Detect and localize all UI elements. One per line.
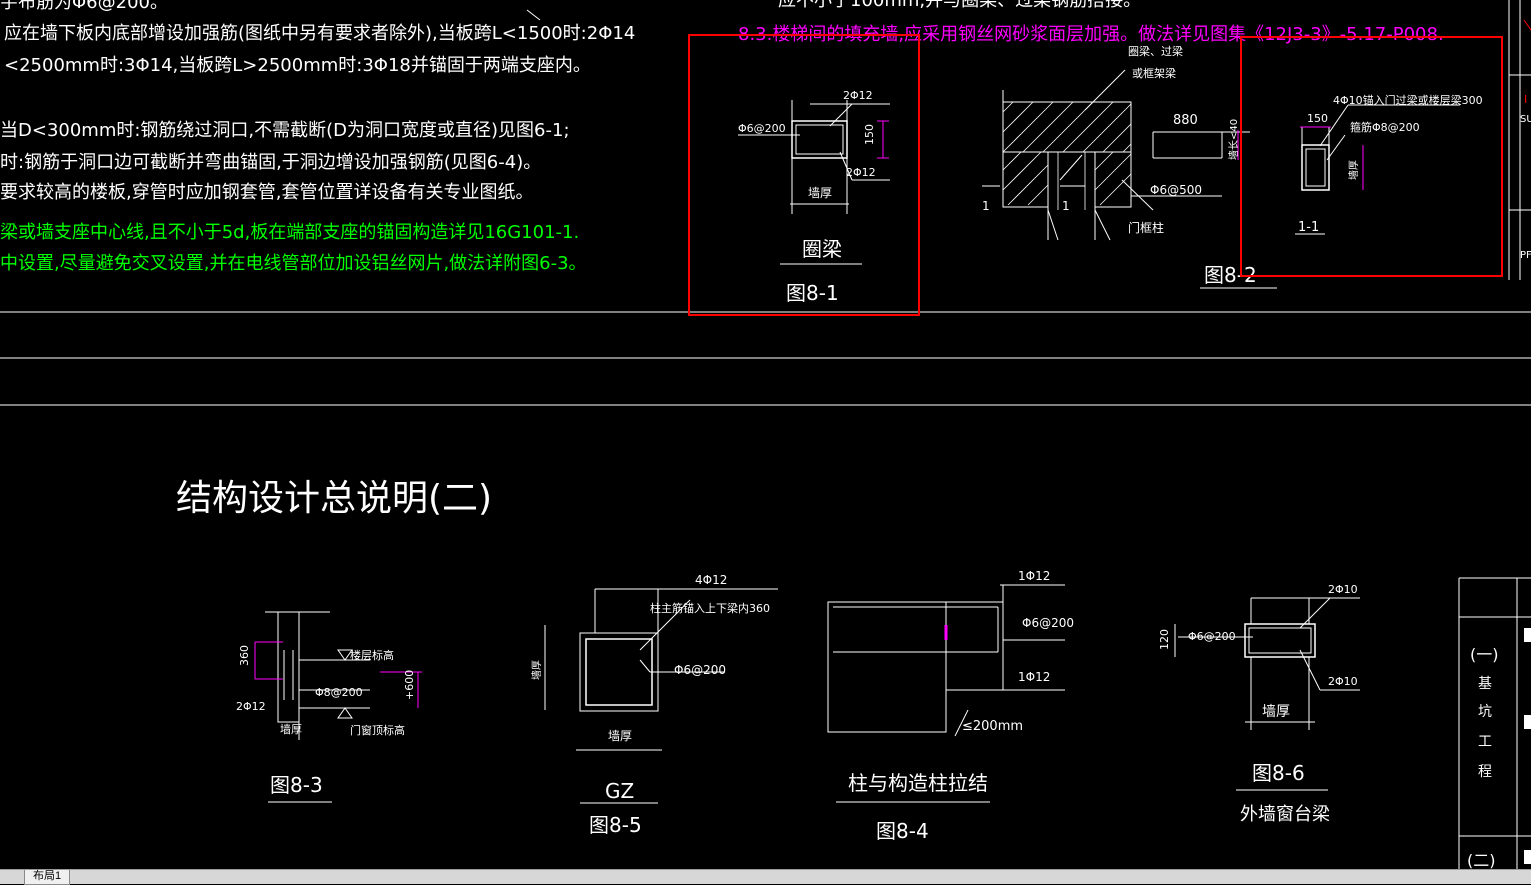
figure-8-4[interactable]: 1Φ12 Φ6@200 1Φ12 ≤200mm 柱与构造柱拉结 图8-4: [827, 569, 1074, 843]
dim-label: Φ8@200: [315, 686, 363, 699]
dim-label: 或框架梁: [1132, 66, 1176, 80]
note-line: <2500mm时:3Φ14,当板跨L>2500mm时:3Φ18并锚固于两端支座内…: [4, 55, 591, 76]
dim-label: 墙长<40: [1227, 119, 1240, 160]
beam-section: [791, 120, 848, 159]
dim-label: Φ6@200: [738, 122, 786, 135]
figure-8-2-section[interactable]: 4Φ10锚入门过梁或楼层梁300 150 箍筋Φ8@200 墙厚 1-1: [1240, 36, 1503, 277]
note-line-green: 梁或墙支座中心线,且不小于5d,板在端部支座的锚固构造详见16G101-1.: [0, 222, 579, 243]
dim-label: 墙厚: [280, 722, 302, 736]
dim-label: 墙厚: [608, 729, 632, 743]
figure-8-1[interactable]: 2Φ12 Φ6@200 150 2Φ12 墙厚 圈梁 图8-1: [688, 34, 920, 316]
notes-block: 宇布筋为Φ6@200。 应在墙下板内底部增设加强筋(图纸中另有要求者除外),当板…: [0, 0, 1444, 274]
svg-text:SU: SU: [1520, 114, 1531, 125]
dim-label: ≤200mm: [962, 719, 1023, 734]
beam-section: [1244, 623, 1316, 658]
page-title: 结构设计总说明(二): [176, 478, 492, 519]
svg-text:程: 程: [1478, 764, 1492, 780]
dim-label: 墙厚: [530, 660, 543, 680]
column-section: [1301, 144, 1330, 191]
svg-text:工: 工: [1478, 734, 1492, 750]
figure-number: 图8-3: [270, 773, 323, 797]
figure-name: 柱与构造柱拉结: [848, 771, 988, 795]
note-line: 时:钢筋于洞口边可截断并弯曲锚固,于洞边增设加强钢筋(见图6-4)。: [0, 152, 541, 173]
svg-text:(二): (二): [1467, 851, 1496, 870]
dim-label: 2Φ12: [843, 89, 873, 102]
dim-label: 2Φ12: [846, 166, 876, 179]
figure-number: 图8-6: [1252, 761, 1305, 785]
highlight-box: [1240, 36, 1503, 277]
dim-label: 4Φ10锚入门过梁或楼层梁300: [1333, 93, 1483, 107]
dim-label: 360: [238, 645, 251, 666]
dim-label: 柱主筋锚入上下梁内360: [650, 601, 770, 615]
note-line-green: 中设置,尽量避免交叉设置,并在电线管部位加设铝丝网片,做法详附图6-3。: [0, 253, 587, 274]
dim-label: +600: [403, 670, 416, 700]
dim-label: 880: [1173, 113, 1198, 128]
note-line-partial: 应不小于100mm,并与圈梁、过梁钢筋搭接。: [778, 0, 1141, 11]
dim-label: 2Φ12: [236, 700, 266, 713]
svg-text:坑: 坑: [1478, 704, 1492, 720]
dim-label: 2Φ10: [1328, 675, 1358, 688]
note-line: 应在墙下板内底部增设加强筋(图纸中另有要求者除外),当板跨L<1500时:2Φ1…: [4, 23, 635, 44]
layout-tab-bar: 布局1: [0, 869, 1531, 885]
column-elevation: [827, 601, 947, 733]
section-mark: 1: [982, 199, 990, 213]
figure-number: 图8-4: [876, 819, 929, 843]
figure-name: GZ: [605, 779, 634, 803]
dim-label: 楼层标高: [350, 648, 394, 662]
dim-label: 圈梁、过梁: [1128, 44, 1183, 58]
svg-text:PF: PF: [1520, 250, 1531, 261]
section-label: 1-1: [1298, 220, 1319, 235]
dim-label: 箍筋Φ8@200: [1350, 120, 1420, 134]
dim-label: 1Φ12: [1018, 569, 1050, 583]
dim-label: 1Φ12: [1018, 670, 1050, 684]
note-line: 宇布筋为Φ6@200。: [0, 0, 168, 13]
dim-label: Φ6@200: [1188, 630, 1236, 643]
section-mark: 1: [1062, 199, 1070, 213]
dim-label: 墙厚: [1347, 160, 1360, 180]
figure-number: 图8-5: [589, 813, 642, 837]
dim-label: 墙厚: [808, 186, 832, 200]
note-line: 要求较高的楼板,穿管时应加钢套管,套管位置详设备有关专业图纸。: [0, 182, 533, 203]
figure-8-6[interactable]: 2Φ10 120 Φ6@200 2Φ10 墙厚 图8-6 外墙窗台梁: [1158, 583, 1360, 825]
dim-label: Φ6@500: [1150, 183, 1202, 197]
dim-label: Φ6@200: [1022, 616, 1074, 630]
figure-name: 圈梁: [802, 237, 842, 261]
note-line-magenta: 8.3.楼梯间的填充墙,应采用钢丝网砂浆面层加强。做法详见图集《12J3-3》-…: [738, 24, 1444, 45]
svg-text:基: 基: [1478, 675, 1492, 692]
dim-label: 120: [1158, 629, 1171, 650]
title-block-edge: I SU PF: [1508, 0, 1531, 280]
figure-name: 外墙窗台梁: [1240, 804, 1330, 825]
figure-8-3[interactable]: 360 楼层标高 2Φ12 Φ8@200 +600 门窗顶标高 墙厚 图8-3: [236, 611, 422, 803]
right-info-panel: (一) 基 坑 工 程 (二): [1458, 577, 1531, 870]
figure-8-2[interactable]: 圈梁、过梁 或框架梁 880 墙长<40 Φ6@500 门框柱 1 1 图8-2: [982, 44, 1277, 289]
highlight-box: [688, 34, 920, 316]
dim-label: 150: [863, 124, 876, 145]
dim-label: 2Φ10: [1328, 583, 1358, 596]
svg-text:(一): (一): [1470, 645, 1499, 664]
figure-number: 图8-1: [786, 281, 839, 305]
dim-label: 门框柱: [1128, 220, 1164, 235]
dim-label: 150: [1307, 112, 1328, 125]
dim-label: Φ6@200: [674, 663, 726, 677]
note-line: 当D<300mm时:钢筋绕过洞口,不需截断(D为洞口宽度或直径)见图6-1;: [0, 120, 570, 141]
dim-label: 墙厚: [1262, 704, 1290, 720]
figure-8-5[interactable]: 4Φ12 柱主筋锚入上下梁内360 Φ6@200 墙厚 墙厚 GZ 图8-5: [530, 573, 778, 837]
dim-label: 4Φ12: [695, 573, 727, 587]
separator-lines: [0, 311, 1531, 406]
dim-label: 门窗顶标高: [350, 723, 405, 737]
svg-text:I: I: [1524, 93, 1527, 106]
